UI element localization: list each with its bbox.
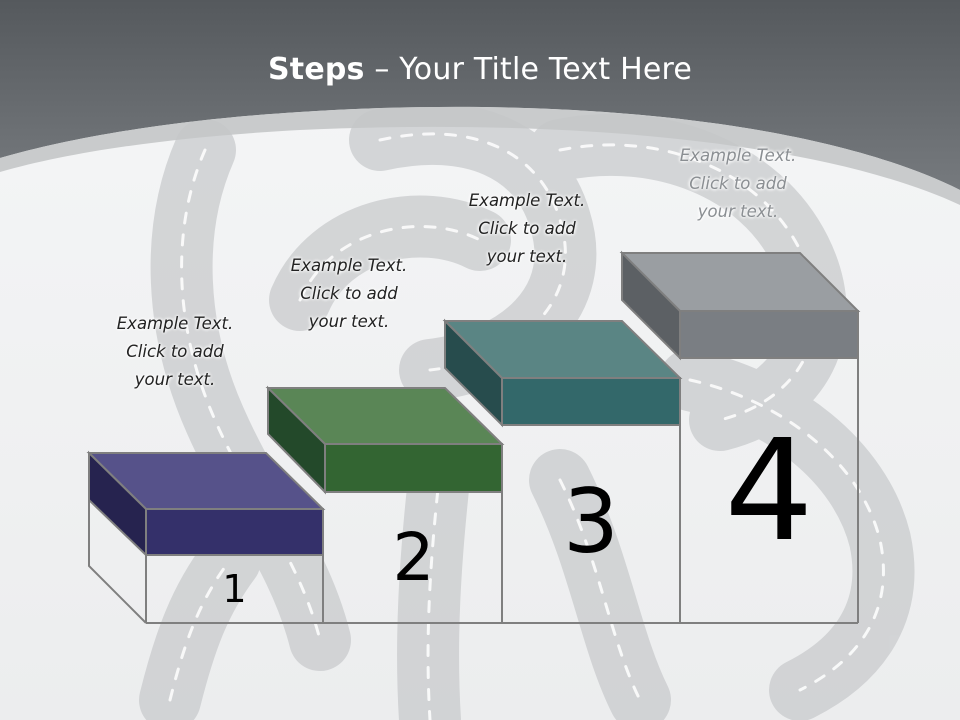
caption-line: Click to add	[300, 284, 398, 303]
step-columns-outline	[145, 358, 859, 624]
step-4-caption[interactable]: Example Text. Click to add your text.	[653, 142, 823, 226]
caption-line: Example Text.	[679, 146, 797, 165]
step-1-number: 1	[222, 567, 247, 611]
caption-line: Click to add	[126, 342, 224, 361]
step-3-number: 3	[563, 470, 619, 573]
step-1-box	[86, 450, 326, 558]
slide-title: Steps – Your Title Text Here	[0, 52, 960, 87]
title-bold: Steps	[267, 52, 365, 87]
steps-diagram	[86, 250, 861, 624]
caption-line: Example Text.	[116, 314, 234, 333]
step-3-box	[442, 318, 683, 428]
step-2-box	[265, 385, 505, 495]
step-2-number: 2	[392, 519, 435, 596]
step-2-caption[interactable]: Example Text. Click to add your text.	[264, 252, 434, 336]
step-3-caption[interactable]: Example Text. Click to add your text.	[442, 187, 612, 271]
header-swoosh	[0, 106, 960, 205]
road-ribbons-illustration	[139, 102, 915, 720]
step-4-box	[619, 250, 861, 361]
caption-line: your text.	[697, 202, 779, 221]
caption-line: Click to add	[689, 174, 787, 193]
step-1-caption[interactable]: Example Text. Click to add your text.	[90, 310, 260, 394]
header-band	[0, 0, 960, 190]
step1-left-edge	[88, 500, 147, 624]
step-4-number: 4	[724, 410, 814, 573]
caption-line: your text.	[486, 247, 568, 266]
caption-line: Example Text.	[290, 256, 408, 275]
caption-line: Example Text.	[468, 191, 586, 210]
caption-line: Click to add	[478, 219, 576, 238]
caption-line: your text.	[134, 370, 216, 389]
title-rest: – Your Title Text Here	[364, 52, 693, 87]
caption-line: your text.	[308, 312, 390, 331]
